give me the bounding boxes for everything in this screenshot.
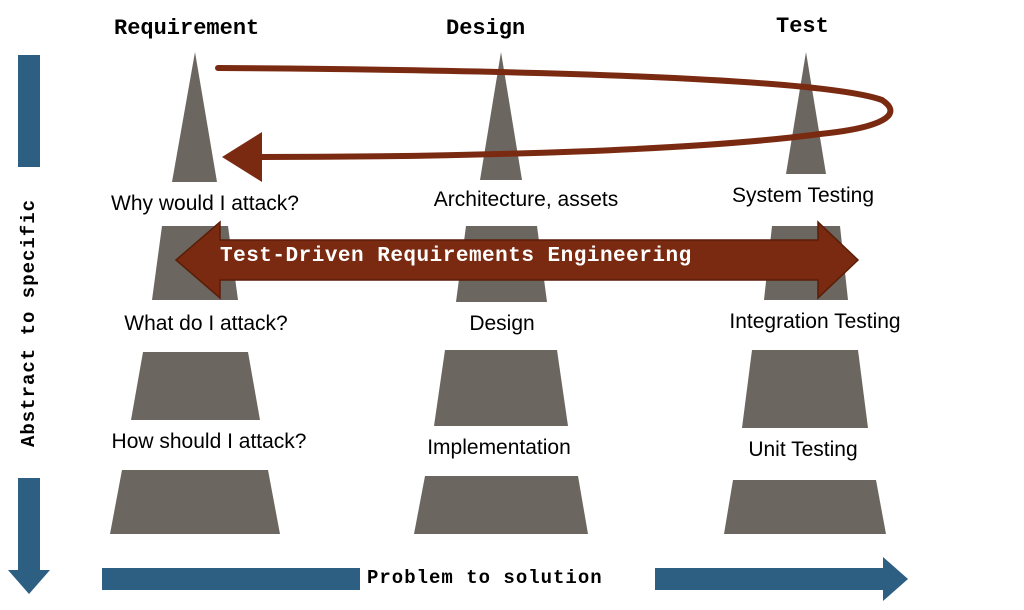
design-tier-4 [414,476,588,534]
loop-arrowhead [222,132,262,182]
design-tier-3 [434,350,568,426]
vertical-axis-shaft-bottom [18,478,40,570]
vertical-axis-label: Abstract to specific [18,198,40,448]
requirement-level-2-label: What do I attack? [124,312,288,335]
vertical-axis-shaft-top [18,55,40,167]
tdre-banner-arrow [174,220,860,300]
vertical-axis-head [8,570,50,594]
design-level-2-label: Design [469,312,535,335]
requirement-tier-1 [172,52,217,182]
requirement-level-1-label: Why would I attack? [111,192,299,215]
design-tier-1 [480,52,522,180]
design-level-1-label: Architecture, assets [433,188,619,211]
test-level-2-label: Integration Testing [729,310,901,333]
feedback-loop-arrow [215,65,894,182]
requirement-level-3-label: How should I attack? [111,430,307,453]
vertical-axis-arrow [8,55,50,594]
column-title-design: Design [446,16,526,41]
test-tier-1 [786,52,826,174]
test-level-3-label: Unit Testing [748,438,858,461]
horizontal-axis-head [883,557,908,601]
requirement-tier-3 [131,352,260,420]
design-pyramid [414,52,588,534]
requirement-tier-4 [110,470,280,534]
horizontal-axis-label: Problem to solution [367,567,603,589]
column-title-test: Test [776,14,829,39]
test-level-1-label: System Testing [731,184,875,207]
banner-text: Test-Driven Requirements Engineering [220,245,692,268]
test-tier-4 [724,480,886,534]
horizontal-axis-shaft-right [655,568,883,590]
horizontal-axis-arrow [102,557,908,601]
design-level-3-label: Implementation [427,436,571,459]
horizontal-axis-shaft-left [102,568,360,590]
requirement-pyramid [110,52,280,534]
test-tier-3 [742,350,868,428]
column-title-requirement: Requirement [114,16,260,41]
